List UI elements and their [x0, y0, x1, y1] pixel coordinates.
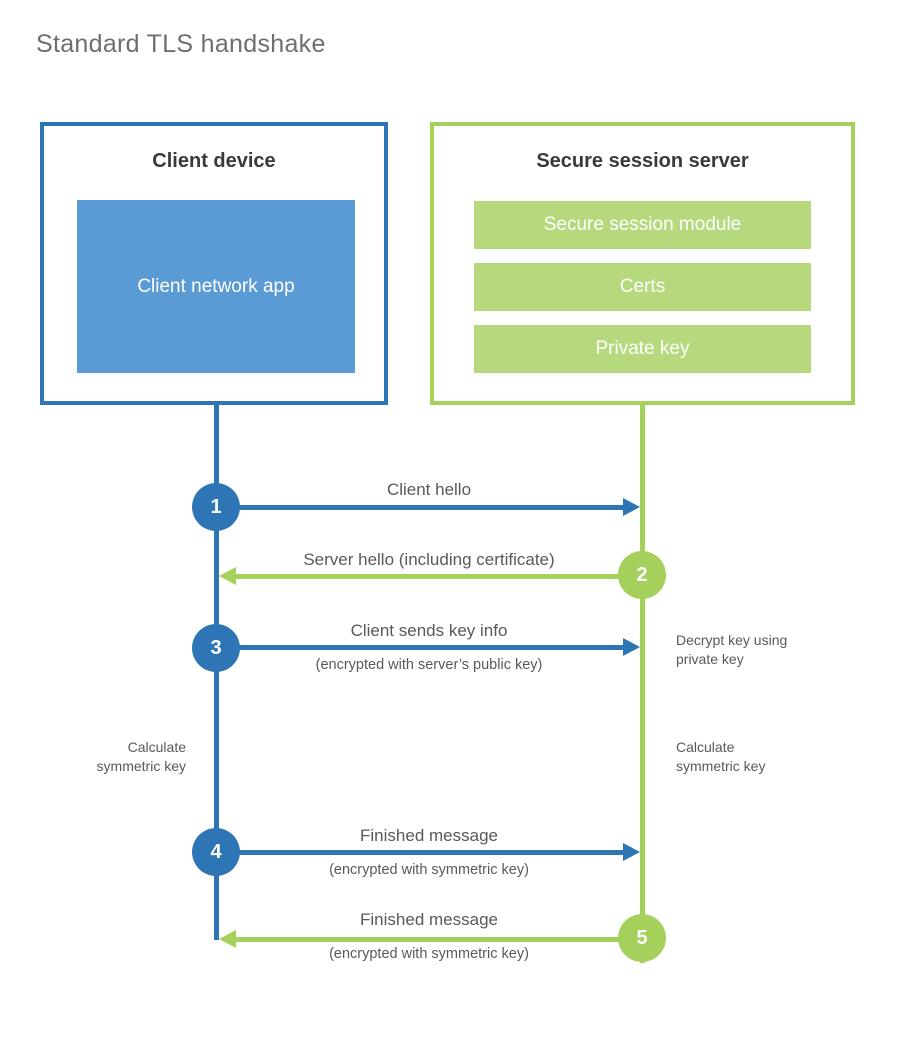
step-3-label: Client sends key info: [350, 621, 508, 640]
client-lifeline: [214, 405, 219, 940]
step-5-sublabel: (encrypted with symmetric key): [329, 946, 529, 962]
note-calculate-symmetric-key-server: Calculate symmetric key: [676, 739, 766, 774]
step-4-number: 4: [210, 840, 222, 863]
step-1-marker: 1: [192, 483, 240, 531]
secure-session-server-box: Secure session server Secure session mod…: [430, 122, 855, 405]
client-network-app-label: Client network app: [137, 276, 295, 297]
client-network-app-box: Client network app: [77, 200, 355, 373]
step-4-arrow-line: [216, 850, 624, 855]
step-2-number: 2: [636, 563, 648, 586]
server-module-private-key: Private key: [474, 325, 811, 373]
client-device-title: Client device: [152, 150, 276, 172]
step-3-arrowhead-right-icon: [623, 638, 640, 656]
step-1-number: 1: [210, 495, 222, 518]
step-5-arrow-line: [236, 937, 644, 942]
note-calculate-symmetric-key-client: Calculate symmetric key: [96, 739, 186, 774]
step-4-label: Finished message: [360, 826, 498, 845]
step-5-number: 5: [636, 926, 648, 949]
client-device-box: Client device Client network app: [40, 122, 388, 405]
step-3-arrow-line: [216, 645, 624, 650]
step-5-marker: 5: [618, 914, 666, 962]
step-2-label: Server hello (including certificate): [303, 550, 555, 569]
step-4-marker: 4: [192, 828, 240, 876]
step-3-number: 3: [210, 636, 222, 659]
step-1-arrow-line: [216, 505, 624, 510]
step-3-sublabel: (encrypted with server’s public key): [315, 657, 543, 673]
step-1-arrowhead-right-icon: [623, 498, 640, 516]
note-decrypt-key: Decrypt key using private key: [676, 632, 788, 667]
step-2-arrowhead-left-icon: [219, 567, 236, 585]
server-module-certs: Certs: [474, 263, 811, 311]
step-4-sublabel: (encrypted with symmetric key): [329, 862, 529, 878]
step-4-arrowhead-right-icon: [623, 843, 640, 861]
step-1-label: Client hello: [386, 480, 472, 499]
step-2-arrow-line: [236, 574, 644, 579]
server-module-secure-session: Secure session module: [474, 201, 811, 249]
step-2-marker: 2: [618, 551, 666, 599]
secure-session-server-title: Secure session server: [536, 150, 749, 172]
step-3-marker: 3: [192, 624, 240, 672]
page-title: Standard TLS handshake: [36, 30, 326, 58]
step-5-label: Finished message: [360, 910, 498, 929]
step-5-arrowhead-left-icon: [219, 930, 236, 948]
server-lifeline: [640, 405, 645, 963]
